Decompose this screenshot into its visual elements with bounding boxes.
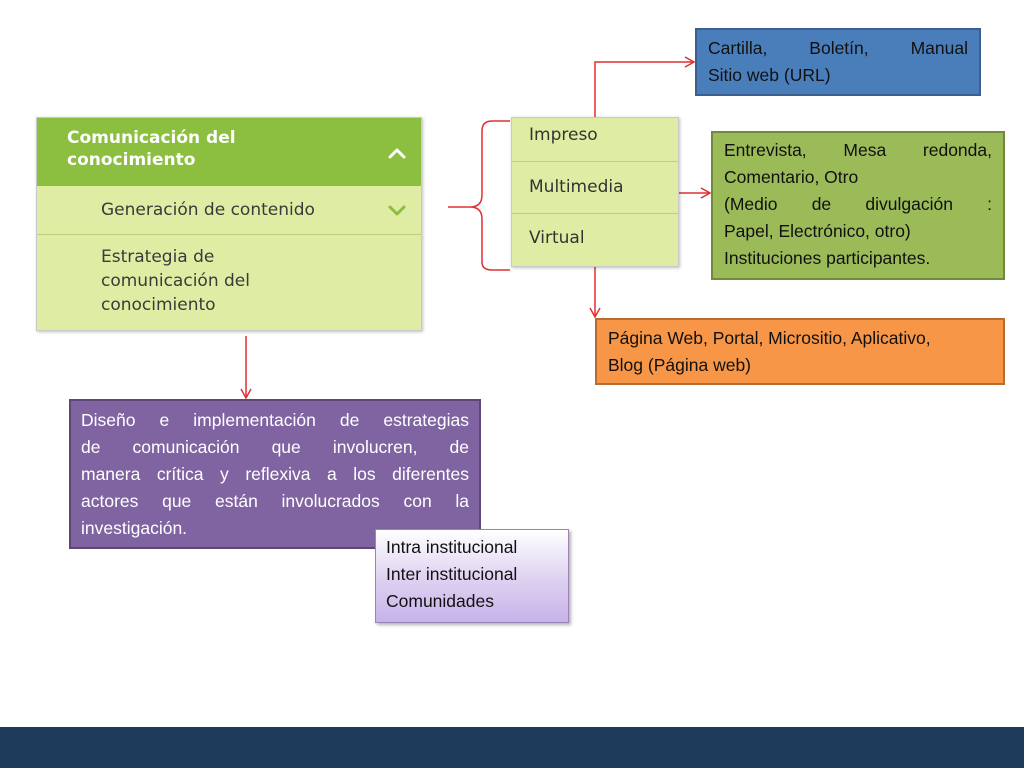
actors-box: Intra institucional Inter institucional …	[375, 529, 569, 623]
accordion-item-generacion[interactable]: Generación de contenido	[37, 186, 421, 234]
box-text-line: actores que están involucrados con la	[81, 491, 469, 511]
box-text-line: de comunicación que involucren, de	[81, 437, 469, 457]
accordion-item-label-line: Estrategia de	[101, 247, 215, 267]
box-text-line: Instituciones participantes.	[724, 248, 931, 268]
box-text-line: Comunidades	[386, 591, 494, 611]
media-item-multimedia[interactable]: Multimedia	[529, 177, 624, 197]
divider	[37, 234, 421, 235]
box-text-line: Diseño e implementación de estrategias	[81, 410, 469, 430]
box-text-line: (Medio de divulgación :	[724, 194, 992, 214]
chevron-down-icon[interactable]	[387, 204, 407, 218]
box-text-line: Inter institucional	[386, 564, 518, 584]
accordion-header[interactable]: Comunicación del conocimiento	[37, 118, 421, 186]
accordion-item-estrategia[interactable]: Estrategia de comunicación del conocimie…	[37, 235, 421, 330]
brace-connector	[448, 120, 510, 271]
media-item-impreso[interactable]: Impreso	[529, 125, 598, 145]
box-text-line: Papel, Electrónico, otro)	[724, 221, 911, 241]
box-text-line: Blog (Página web)	[608, 355, 751, 375]
box-text-line: Cartilla, Boletín, Manual	[708, 38, 968, 58]
accordion-title-line: Comunicación del	[67, 128, 236, 148]
virtual-formats-box: Página Web, Portal, Micrositio, Aplicati…	[595, 318, 1005, 385]
accordion-item-label: Estrategia de comunicación del conocimie…	[101, 245, 250, 317]
impreso-formats-box: Cartilla, Boletín, Manual Sitio web (URL…	[695, 28, 981, 96]
accordion-title-line: conocimiento	[67, 150, 196, 170]
box-text-line: Comentario, Otro	[724, 167, 859, 187]
box-text-line: Intra institucional	[386, 537, 518, 557]
media-list: Impreso Multimedia Virtual	[511, 117, 679, 267]
chevron-up-icon[interactable]	[387, 146, 407, 160]
box-text-line: manera crítica y reflexiva a los diferen…	[81, 464, 469, 484]
footer-bar	[0, 727, 1024, 768]
divider	[512, 161, 678, 162]
arrow-to-impreso-box	[594, 56, 696, 118]
accordion-title: Comunicación del conocimiento	[67, 127, 236, 171]
box-text-line: Página Web, Portal, Micrositio, Aplicati…	[608, 328, 931, 348]
box-text-line: investigación.	[81, 518, 188, 538]
multimedia-formats-box: Entrevista, Mesa redonda, Comentario, Ot…	[711, 131, 1005, 280]
strategy-description-box: Diseño e implementación de estrategias d…	[69, 399, 481, 549]
accordion-item-label: Generación de contenido	[101, 200, 315, 220]
box-text-line: Sitio web (URL)	[708, 65, 831, 85]
media-item-virtual[interactable]: Virtual	[529, 228, 585, 248]
accordion-item-label-line: comunicación del	[101, 271, 250, 291]
accordion-item-label-line: conocimiento	[101, 295, 216, 315]
box-text-line: Entrevista, Mesa redonda,	[724, 140, 992, 160]
divider	[512, 213, 678, 214]
accordion-menu: Comunicación del conocimiento Generación…	[36, 117, 422, 331]
